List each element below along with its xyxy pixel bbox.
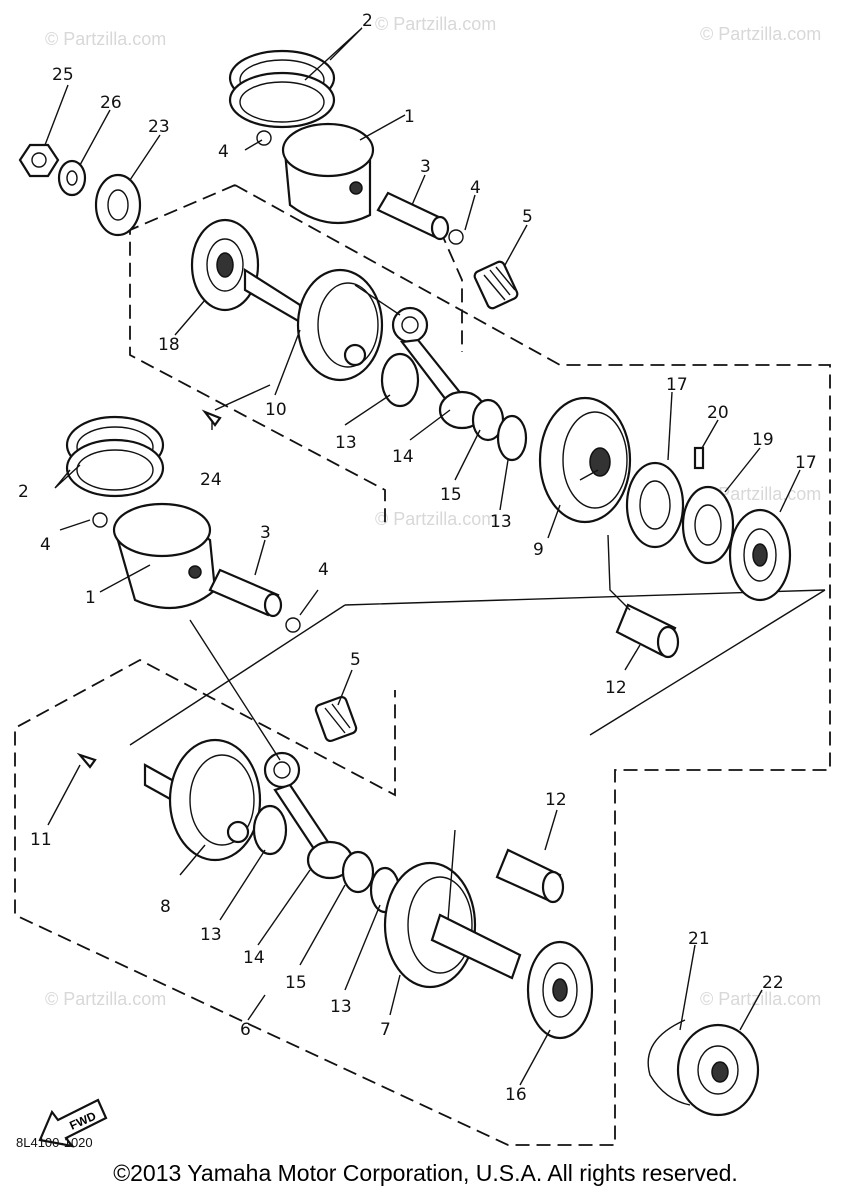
callout-17: 17 <box>795 453 817 473</box>
callout-4: 4 <box>40 535 51 555</box>
woodruff-key-11 <box>76 752 97 769</box>
callout-25: 25 <box>52 65 74 85</box>
crank-half-9 <box>538 396 632 524</box>
callout-9: 9 <box>533 540 544 560</box>
callout-5: 5 <box>522 207 533 227</box>
callout-14: 14 <box>392 447 414 467</box>
callout-5: 5 <box>350 650 361 670</box>
watermarks: © Partzilla.com © Partzilla.com © Partzi… <box>45 14 821 1009</box>
callout-13: 13 <box>200 925 222 945</box>
callout-4: 4 <box>470 178 481 198</box>
callout-3: 3 <box>260 523 271 543</box>
callout-13: 13 <box>330 997 352 1017</box>
callout-23: 23 <box>148 117 170 137</box>
needle-bearing-bottom <box>314 695 358 743</box>
lower-assembly-outline <box>129 589 826 746</box>
leader-lines <box>44 27 801 1086</box>
thrust-washer-13c <box>252 804 288 856</box>
callout-26: 26 <box>100 93 122 113</box>
callout-1: 1 <box>85 588 96 608</box>
callout-21: 21 <box>688 929 710 949</box>
needle-bearing-top <box>473 260 519 310</box>
callout-4: 4 <box>218 142 229 162</box>
callout-2: 2 <box>18 482 29 502</box>
washer <box>57 159 87 197</box>
woodruff-key-24 <box>201 409 222 427</box>
callout-17: 17 <box>666 375 688 395</box>
watermark-text: © Partzilla.com <box>375 509 496 529</box>
bearing-17b <box>728 508 792 602</box>
assembly-outlines <box>14 184 831 1146</box>
callout-24: 24 <box>200 470 222 490</box>
clip-top-b <box>448 229 464 245</box>
watermark-text: © Partzilla.com <box>375 14 496 34</box>
crank-pin-12a <box>615 603 680 659</box>
callout-15: 15 <box>440 485 462 505</box>
watermark-text: © Partzilla.com <box>700 989 821 1009</box>
callout-11: 11 <box>30 830 52 850</box>
connecting-rod-bottom <box>263 751 354 880</box>
crank-pin-12b <box>495 848 565 904</box>
callout-labels: 2 1 4 3 4 5 25 26 23 18 10 13 14 15 13 9… <box>18 11 817 1105</box>
callout-6: 6 <box>240 1020 251 1040</box>
crank-half-8 <box>143 738 262 862</box>
piston-bottom <box>112 502 217 610</box>
bearing-16 <box>526 940 594 1040</box>
callout-3: 3 <box>420 157 431 177</box>
callout-7: 7 <box>380 1020 391 1040</box>
thrust-washer-13a <box>380 352 420 408</box>
callout-18: 18 <box>158 335 180 355</box>
crank-half-7 <box>383 861 522 989</box>
callout-10: 10 <box>265 400 287 420</box>
piston-rings-top <box>228 49 336 129</box>
callout-12: 12 <box>545 790 567 810</box>
callout-19: 19 <box>752 430 774 450</box>
callout-8: 8 <box>160 897 171 917</box>
callout-12: 12 <box>605 678 627 698</box>
callout-1: 1 <box>404 107 415 127</box>
upper-assembly-outline <box>14 184 831 1146</box>
circlip-21 <box>647 1019 691 1106</box>
callout-22: 22 <box>762 973 784 993</box>
watermark-text: © Partzilla.com <box>45 29 166 49</box>
clip-bottom-b <box>285 617 301 633</box>
crankshaft-piston-diagram: © Partzilla.com © Partzilla.com © Partzi… <box>14 11 831 1150</box>
callout-16: 16 <box>505 1085 527 1105</box>
copyright-notice: ©2013 Yamaha Motor Corporation, U.S.A. A… <box>113 1160 738 1186</box>
callout-14: 14 <box>243 948 265 968</box>
thrust-washer-13b <box>496 414 528 462</box>
piston-pin-bottom <box>208 568 283 618</box>
piston-top <box>281 122 375 225</box>
watermark-text: © Partzilla.com <box>45 989 166 1009</box>
piston-pin-top <box>376 191 450 241</box>
oil-seal-top <box>94 173 142 237</box>
clip-bottom-a <box>92 512 108 528</box>
callout-2: 2 <box>362 11 373 31</box>
connecting-rod-top <box>391 306 486 430</box>
nut <box>18 143 60 178</box>
callout-15: 15 <box>285 973 307 993</box>
callout-20: 20 <box>707 403 729 423</box>
bearing-18 <box>190 218 260 312</box>
callout-13: 13 <box>490 512 512 532</box>
watermark-text: © Partzilla.com <box>700 24 821 44</box>
part-code: 8L4100-1020 <box>16 1135 93 1150</box>
clip-top-a <box>256 130 272 146</box>
dowel-pin-20 <box>693 446 705 470</box>
crank-half-10 <box>243 267 384 382</box>
piston-rings-bottom <box>65 415 165 498</box>
bearing-17a <box>625 461 685 549</box>
oil-seal-22 <box>676 1023 760 1117</box>
bearing-19 <box>681 485 735 565</box>
callout-13: 13 <box>335 433 357 453</box>
needle-bearing-15b <box>341 850 375 894</box>
callout-4: 4 <box>318 560 329 580</box>
